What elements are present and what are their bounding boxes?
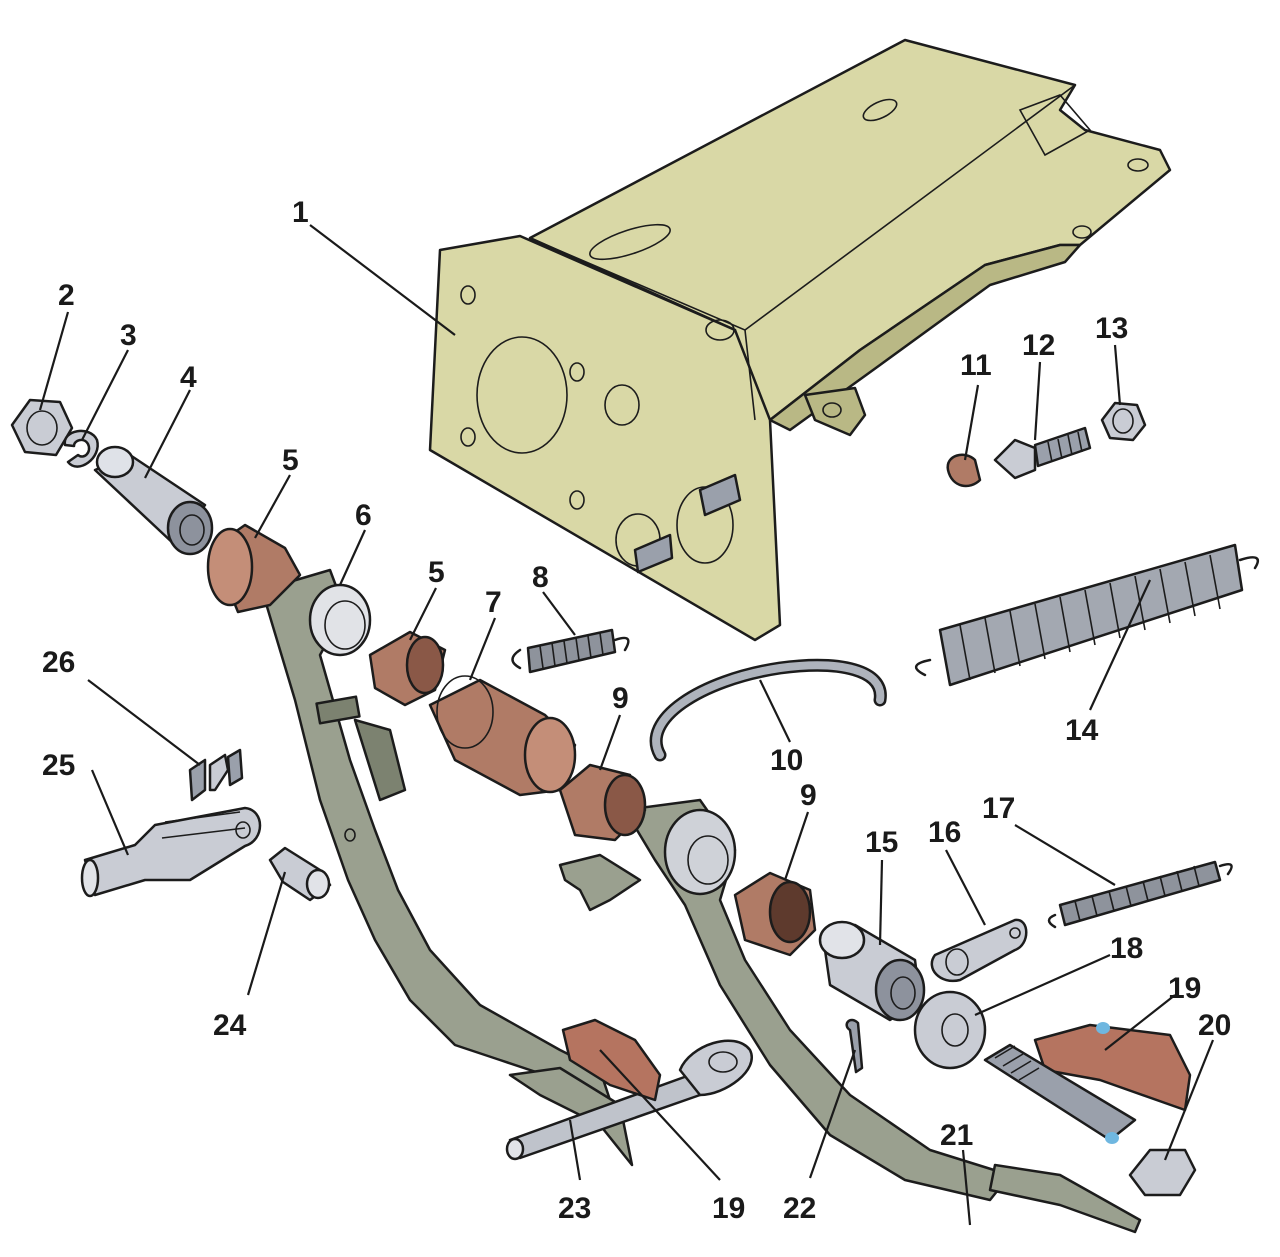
callout-7: 7 — [485, 586, 502, 619]
pedal-pivot-bolt — [983, 1022, 1197, 1197]
callout-19b: 19 — [712, 1192, 745, 1225]
leader-17 — [1014, 824, 1116, 886]
spring-clip — [188, 748, 244, 802]
leader-9a — [598, 714, 622, 771]
leader-26 — [87, 679, 201, 766]
stop-bolt-nut — [1100, 401, 1147, 442]
leader-18 — [974, 953, 1111, 1017]
callout-2: 2 — [58, 279, 75, 312]
leader-11 — [963, 384, 980, 461]
callout-1: 1 — [292, 196, 309, 229]
brake-axle-sleeve — [818, 920, 926, 1022]
pushrod-link-plate — [930, 918, 1028, 983]
leader-6 — [338, 529, 367, 586]
pedal-nut — [10, 398, 74, 457]
callout-5a: 5 — [282, 444, 299, 477]
bushing-left-outer — [206, 523, 302, 614]
leader-lines — [38, 224, 1215, 1226]
leader-5b — [409, 587, 437, 641]
leader-12 — [1033, 361, 1042, 441]
leader-15 — [878, 859, 884, 946]
pedal-shaft-sleeve — [428, 675, 577, 797]
clutch-spring-large — [915, 543, 1260, 687]
leader-16 — [945, 849, 986, 926]
clevis-pin — [268, 846, 332, 902]
leader-5a — [254, 474, 291, 539]
callout-14: 14 — [1065, 714, 1099, 747]
callout-20: 20 — [1198, 1009, 1231, 1042]
bushing-right-outer — [733, 871, 817, 957]
rubber-stop-cap — [946, 453, 982, 488]
pedal-stop-bolt — [993, 426, 1092, 480]
leader-7 — [468, 617, 497, 681]
leader-3 — [81, 349, 129, 441]
callout-9b: 9 — [800, 779, 817, 812]
leader-22 — [808, 1049, 857, 1179]
brake-pedal-lever — [558, 798, 1142, 1234]
leader-20 — [1163, 1039, 1215, 1161]
pushrod-fork — [80, 806, 262, 898]
callout-5b: 5 — [428, 556, 445, 589]
leader-25 — [90, 769, 130, 856]
pedal-pad-left — [561, 1018, 662, 1102]
leader-9b — [783, 811, 810, 881]
callout-18: 18 — [1110, 932, 1143, 965]
callout-22: 22 — [783, 1192, 816, 1225]
callout-10: 10 — [770, 744, 803, 777]
flat-washer — [913, 990, 987, 1070]
callout-23: 23 — [558, 1192, 591, 1225]
callout-4: 4 — [180, 361, 197, 394]
leader-2 — [38, 311, 70, 411]
callout-6: 6 — [355, 499, 372, 532]
pedal-bracket — [428, 38, 1172, 642]
leader-19b — [599, 1049, 721, 1181]
callout-11: 11 — [960, 349, 992, 382]
callout-19a: 19 — [1168, 972, 1201, 1005]
lock-washer — [63, 429, 99, 468]
callout-26: 26 — [42, 646, 75, 679]
callout-16: 16 — [928, 816, 961, 849]
callout-17: 17 — [982, 792, 1015, 825]
leader-13 — [1113, 344, 1122, 406]
cotter-pin — [845, 1018, 864, 1074]
callout-13: 13 — [1095, 312, 1128, 345]
callout-8: 8 — [532, 561, 549, 594]
callout-9a: 9 — [612, 682, 629, 715]
leader-24 — [246, 871, 287, 996]
leader-1 — [309, 224, 456, 336]
bent-return-rod — [649, 658, 887, 762]
callout-24: 24 — [213, 1009, 247, 1042]
leader-8 — [542, 591, 576, 636]
leader-23 — [568, 1119, 582, 1181]
leader-19a — [1104, 994, 1176, 1051]
leader-21 — [961, 1149, 972, 1226]
brake-return-spring — [1047, 860, 1233, 929]
bushing-left-inner — [368, 630, 447, 707]
bushing-right-inner — [558, 763, 647, 842]
clutch-return-spring-small — [511, 628, 630, 674]
callout-labels: 1 2 3 4 5 5 6 7 8 9 9 10 11 12 13 14 15 … — [42, 196, 1231, 1225]
callout-15: 15 — [865, 826, 898, 859]
pedal-axle-sleeve — [93, 445, 214, 556]
leader-14 — [1089, 579, 1151, 711]
callout-12: 12 — [1022, 329, 1055, 362]
callout-25: 25 — [42, 749, 75, 782]
callout-21: 21 — [940, 1119, 973, 1152]
leader-10 — [759, 679, 791, 743]
leader-4 — [144, 389, 191, 479]
callout-3: 3 — [120, 319, 137, 352]
